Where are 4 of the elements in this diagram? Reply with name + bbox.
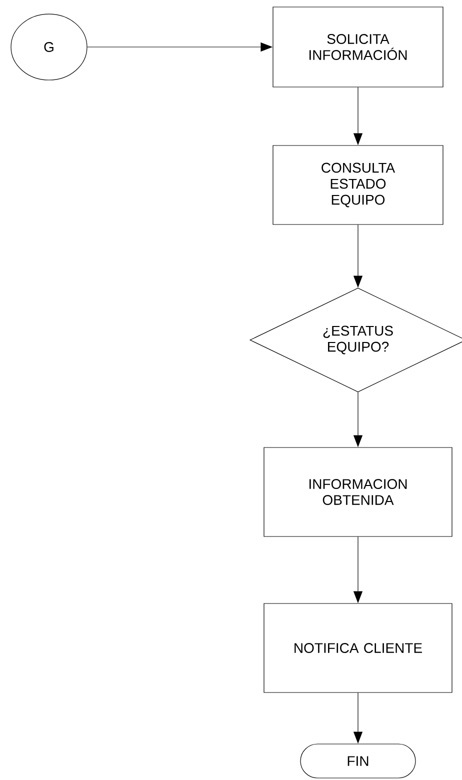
process-box: CONSULTA ESTADO EQUIPO — [272, 145, 444, 225]
process-box: SOLICITA INFORMACIÓN — [272, 6, 444, 88]
process-box: NOTIFICA CLIENTE — [264, 603, 452, 693]
process-box: INFORMACION OBTENIDA — [264, 447, 452, 537]
